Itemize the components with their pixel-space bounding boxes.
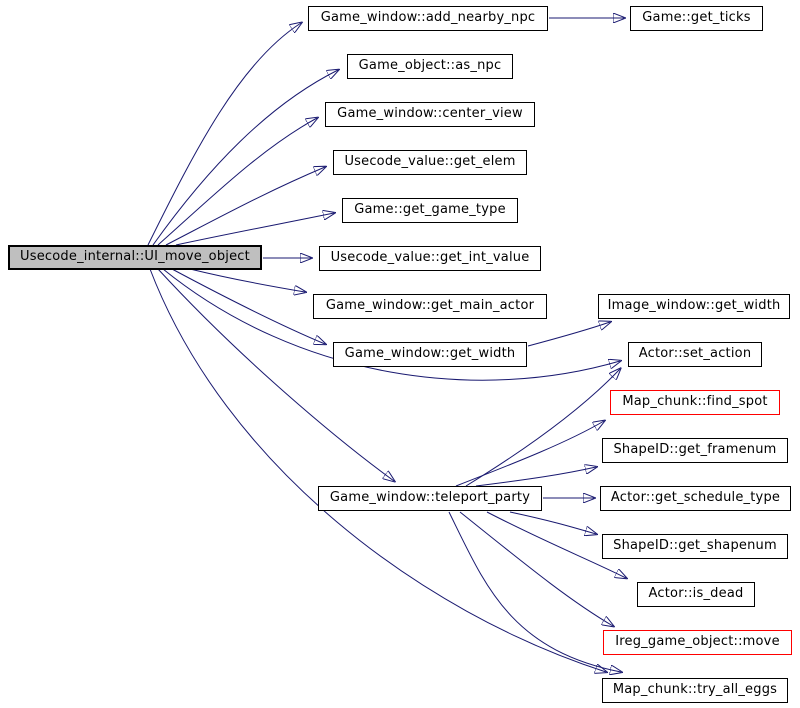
edge-root-as-npc [152,70,338,246]
edge-root-try-all-eggs [149,268,606,672]
node-image-window-get-width[interactable]: Image_window::get_width [598,294,790,319]
edge-get-width-image-get-width [527,322,610,347]
node-get-elem[interactable]: Usecode_value::get_elem [333,150,527,175]
node-get-ticks[interactable]: Game::get_ticks [630,6,763,31]
edge-teleport-party-get-shapenum [509,511,596,534]
edge-root-set-action [162,268,620,381]
node-get-schedule-type[interactable]: Actor::get_schedule_type [600,486,791,511]
edge-teleport-party-get-framenum [475,467,596,487]
edge-root-get-elem [165,167,325,246]
edge-root-center-view [157,118,317,246]
node-move[interactable]: Ireg_game_object::move [603,630,792,655]
edge-root-get-game-type [175,213,334,246]
node-is-dead[interactable]: Actor::is_dead [637,582,755,607]
node-try-all-eggs[interactable]: Map_chunk::try_all_eggs [602,678,788,703]
node-teleport-party[interactable]: Game_window::teleport_party [318,486,542,511]
node-as-npc[interactable]: Game_object::as_npc [347,54,513,79]
node-get-shapenum[interactable]: ShapeID::get_shapenum [602,534,788,559]
node-get-main-actor[interactable]: Game_window::get_main_actor [313,294,547,319]
node-get-int-value[interactable]: Usecode_value::get_int_value [319,246,541,271]
node-add-nearby-npc[interactable]: Game_window::add_nearby_npc [308,6,548,31]
node-center-view[interactable]: Game_window::center_view [325,102,535,127]
edge-teleport-party-try-all-eggs [448,511,621,672]
node-get-framenum[interactable]: ShapeID::get_framenum [602,438,788,463]
node-ui-move-object: Usecode_internal::UI_move_object [8,245,262,270]
edge-teleport-party-is-dead [486,511,626,578]
edge-teleport-party-find-spot [455,421,604,487]
node-find-spot[interactable]: Map_chunk::find_spot [610,390,780,415]
node-get-game-type[interactable]: Game::get_game_type [342,198,518,223]
edge-root-get-main-actor [189,268,305,292]
node-game-window-get-width[interactable]: Game_window::get_width [333,342,527,367]
edge-root-get-width [171,268,325,344]
edge-teleport-party-set-action [465,369,620,487]
node-set-action[interactable]: Actor::set_action [628,342,762,367]
edge-root-add-nearby-npc [147,23,301,246]
edge-root-teleport-party [157,268,394,481]
edge-teleport-party-move [459,511,613,626]
